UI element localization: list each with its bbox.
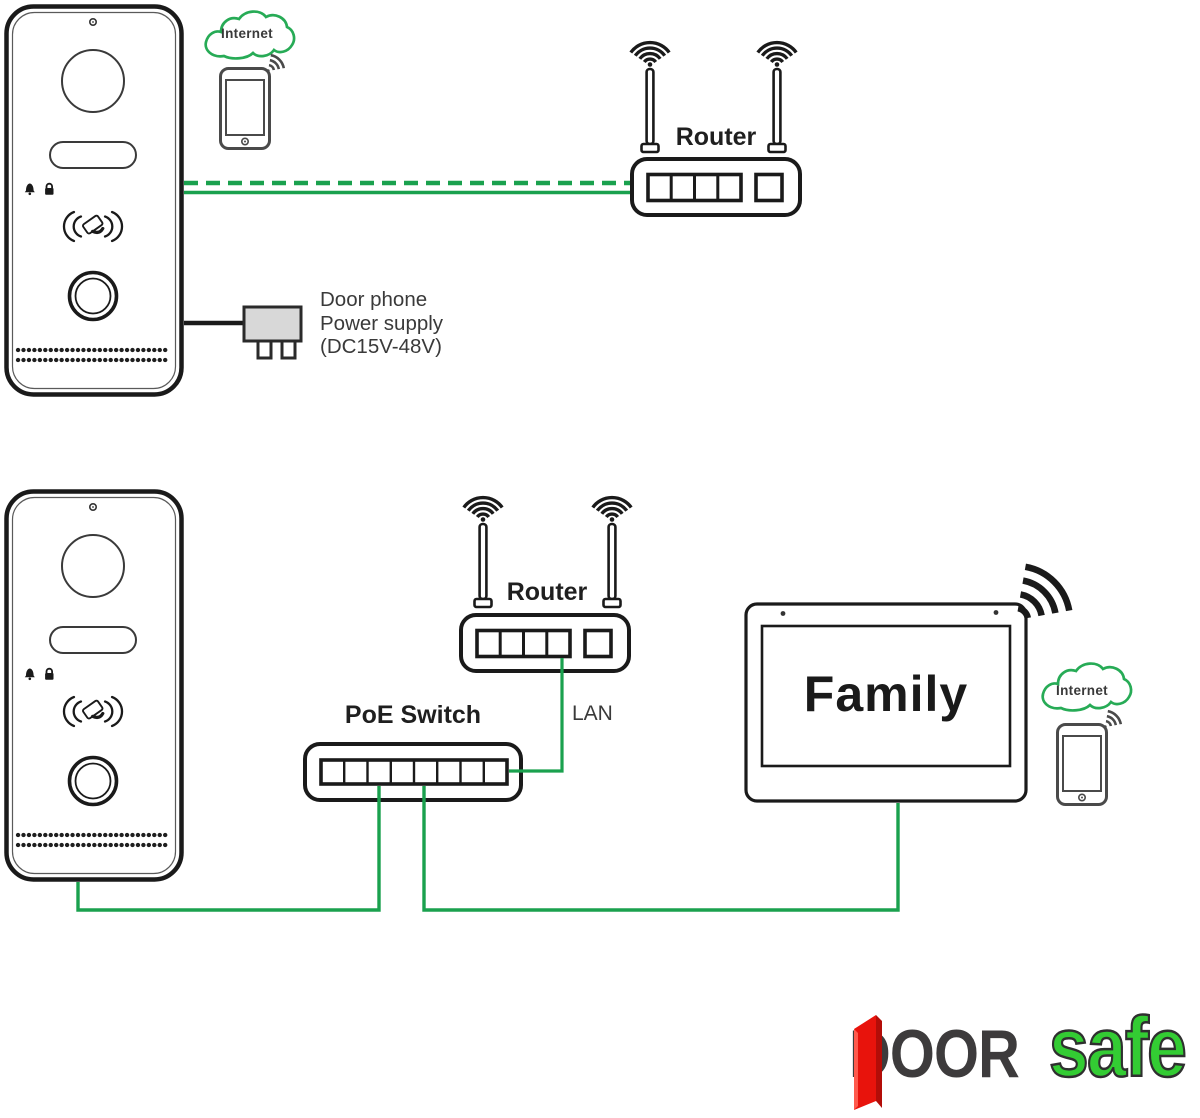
door-phone-top (7, 7, 182, 395)
internet-label-bottom: Internet (1056, 683, 1108, 698)
logo-door-shape-icon (854, 1015, 882, 1110)
poe-switch-body (303, 742, 523, 802)
monitor-wifi-icon (1017, 563, 1073, 619)
smartphone-icon-bottom (1056, 709, 1123, 806)
family-monitor-label: Family (803, 666, 969, 722)
lan-cable (509, 658, 564, 773)
lan-label: LAN (572, 702, 613, 725)
router-antenna-right-bottom (591, 495, 633, 609)
power-supply-caption-line1: Door phone (320, 288, 428, 311)
door-phone-bottom (7, 492, 182, 880)
internet-label-top: Internet (221, 26, 273, 41)
doorsafe-logo: DOOR safe (849, 1004, 1200, 1118)
power-supply-caption: Door phone Power supply (DC15V-48V) (320, 288, 443, 359)
power-supply-caption-line2: Power supply (320, 311, 444, 335)
router-antenna-right-top (756, 40, 798, 154)
logo-safe-text: safe (1048, 1000, 1188, 1094)
power-plug-icon (242, 305, 303, 360)
router-label-top: Router (675, 123, 757, 151)
poe-switch-label: PoE Switch (344, 701, 482, 729)
smartphone-icon-top (219, 53, 286, 151)
cable-doorphone-to-switch (76, 786, 381, 912)
power-supply-caption-line3: (DC15V-48V) (320, 335, 442, 358)
router-antenna-left-bottom (462, 495, 504, 609)
router-body-top (630, 157, 802, 217)
indoor-monitor (744, 602, 1028, 803)
router-body-bottom (459, 613, 631, 673)
router-label-bottom: Router (506, 578, 588, 606)
router-antenna-left-top (629, 40, 671, 154)
cable-monitor-to-switch (422, 786, 900, 912)
